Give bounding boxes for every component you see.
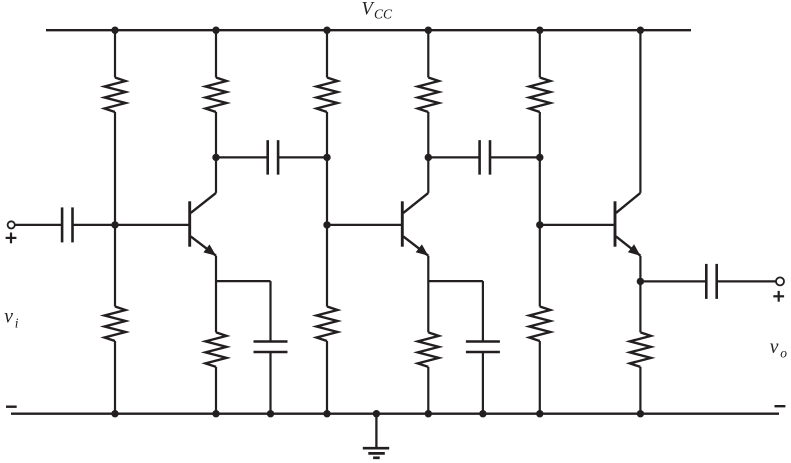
svg-text:v: v (770, 337, 779, 358)
svg-text:v: v (4, 307, 13, 328)
svg-text:CC: CC (374, 6, 393, 21)
svg-text:V: V (362, 0, 376, 19)
svg-text:i: i (15, 316, 19, 331)
svg-text:o: o (780, 346, 787, 361)
